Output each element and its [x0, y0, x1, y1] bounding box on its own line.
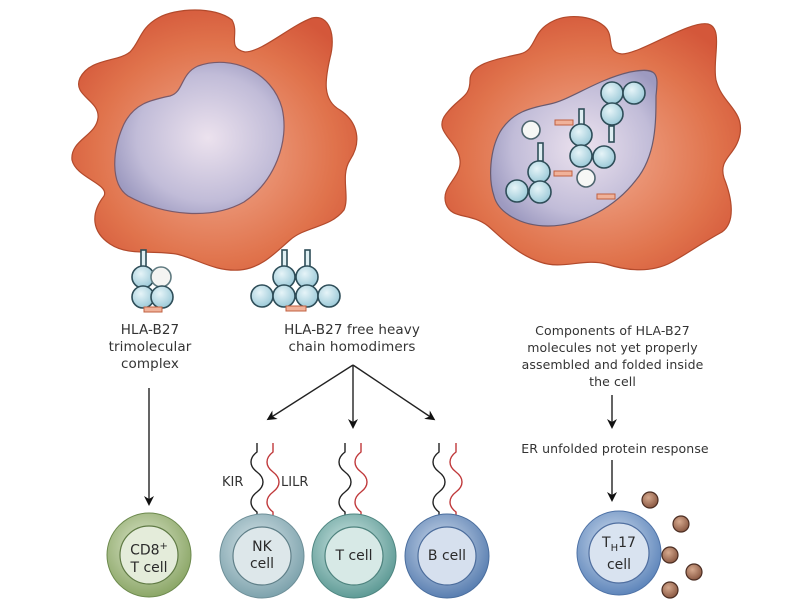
- label-lilr: LILR: [281, 475, 309, 490]
- th17-t: T: [602, 535, 611, 551]
- apc-left-cell: [71, 9, 358, 271]
- receptors: [250, 443, 463, 522]
- lilr-receptor-tcell: [354, 443, 368, 522]
- nk-cell-label: NK cell: [232, 539, 292, 573]
- kir-receptor-bcell: [432, 443, 446, 522]
- kir-receptor-tcell: [338, 443, 352, 522]
- th17-label-line2: cell: [606, 556, 632, 573]
- cytokine: [685, 563, 703, 581]
- th17-cell-label: TH17 cell: [589, 535, 649, 574]
- label-line: the cell: [589, 374, 636, 389]
- label-line: HLA-B27: [120, 322, 180, 338]
- label-line: Components of HLA-B27: [535, 323, 690, 338]
- arrow-homodimer-to-bcell: [352, 364, 436, 421]
- cytokine: [661, 581, 679, 599]
- label-line: HLA-B27 free heavy: [284, 322, 420, 338]
- nk-cell: [219, 513, 305, 599]
- label-line: complex: [121, 356, 179, 372]
- cd8-label-line1: CD8+: [119, 538, 179, 560]
- label-line: trimolecular: [108, 339, 192, 355]
- cd8-sup: +: [159, 541, 168, 552]
- cd8-t-cell: [106, 512, 192, 598]
- lilr-receptor-nk: [266, 443, 280, 522]
- nk-label-line2: cell: [249, 556, 275, 572]
- cytokines: [641, 491, 703, 599]
- cytokine: [672, 515, 690, 533]
- label-line: molecules not yet properly: [527, 340, 698, 355]
- hla-b27-homodimer-molecule: [250, 249, 341, 312]
- label-trimolecular-complex: HLA-B27 trimolecular complex: [95, 322, 205, 373]
- cytokine: [661, 546, 679, 564]
- th17-sub: H: [610, 542, 619, 554]
- arrow-homodimer-to-nk: [266, 364, 354, 421]
- lilr-receptor-bcell: [449, 443, 463, 522]
- label-line: assembled and folded inside: [521, 357, 704, 372]
- arrows: [144, 364, 617, 506]
- nk-label-line1: NK: [252, 539, 272, 555]
- hla-b27-trimolecular-complex-molecule: [131, 249, 174, 313]
- label-homodimers: HLA-B27 free heavy chain homodimers: [262, 322, 442, 356]
- label-line: chain homodimers: [288, 339, 416, 355]
- misfolded-hla-b27-components: [505, 81, 646, 204]
- apc-right-cell: [441, 16, 742, 271]
- b-cell-label: B cell: [427, 548, 467, 564]
- kir-receptor-nk: [250, 443, 264, 522]
- th17-label-line1: TH17: [589, 535, 649, 557]
- apc-left-nucleus: [114, 61, 285, 215]
- cd8-text: CD8: [130, 542, 160, 559]
- label-er-unfolded-protein-response: ER unfolded protein response: [521, 441, 709, 456]
- cd8-label-line2: T cell: [130, 559, 168, 576]
- cytokine: [641, 491, 659, 509]
- th17-cell: [576, 510, 662, 596]
- label-misfolded-components: Components of HLA-B27 molecules not yet …: [510, 322, 715, 390]
- t-cell: [311, 513, 397, 599]
- th17-17: 17: [618, 535, 636, 551]
- t-cell-label: T cell: [335, 548, 373, 564]
- label-kir: KIR: [222, 475, 244, 490]
- cd8-t-cell-label: CD8+ T cell: [119, 538, 179, 577]
- b-cell: [404, 513, 490, 599]
